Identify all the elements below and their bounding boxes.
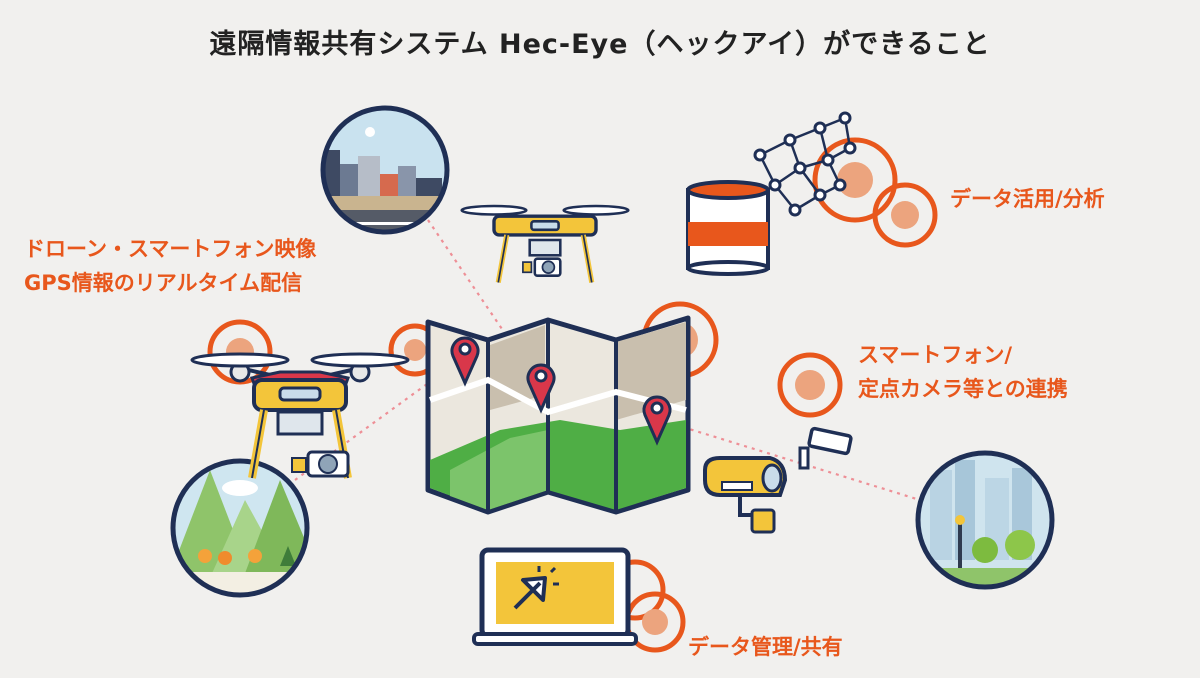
park-scene-icon: [915, 450, 1055, 590]
small-drone-icon: [460, 204, 630, 283]
feature-label-camera-link-line1: スマートフォン/: [858, 343, 1013, 367]
mountain-scene-icon: [170, 458, 310, 598]
security-camera-icon: [703, 426, 853, 534]
map-pin-icons: [450, 336, 672, 446]
feature-label-management: データ管理/共有: [688, 635, 843, 659]
feature-label-analytics: データ活用/分析: [950, 187, 1105, 211]
laptop-icon: [472, 547, 638, 646]
feature-label-camera-link-line2: 定点カメラ等との連携: [858, 377, 1068, 401]
large-drone-icon: [190, 352, 410, 479]
feature-label-camera-link: スマートフォン/ 定点カメラ等との連携: [858, 338, 1068, 406]
network-nodes-icon: [753, 111, 857, 217]
feature-label-streaming: ドローン・スマートフォン映像 GPS情報のリアルタイム配信: [24, 232, 316, 300]
feature-label-streaming-line1: ドローン・スマートフォン映像: [24, 237, 317, 261]
page-title: 遠隔情報共有システム Hec-Eye（ヘックアイ）ができること: [209, 29, 991, 60]
database-icon: [686, 180, 770, 276]
city-scene-icon: [320, 105, 450, 235]
feature-label-streaming-line2: GPS情報のリアルタイム配信: [24, 271, 303, 295]
folded-map-icon: [425, 315, 691, 515]
